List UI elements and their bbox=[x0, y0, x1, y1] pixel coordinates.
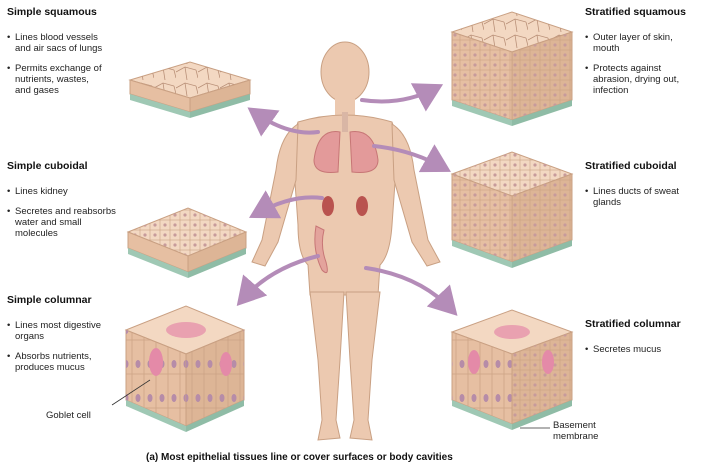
stratified-squamous-tissue bbox=[450, 11, 574, 126]
intestine bbox=[314, 225, 328, 274]
goblet-cell-label: Goblet cell bbox=[46, 410, 91, 421]
figure-caption: (a) Most epithelial tissues line or cove… bbox=[146, 452, 453, 463]
stratified-cuboidal-tissue bbox=[450, 151, 574, 268]
arrow-to-stratified-squamous bbox=[360, 83, 444, 112]
simple-squamous-bullets: Lines blood vessels and air sacs of lung… bbox=[7, 32, 107, 105]
stratified-squamous-bullet: Protects against abrasion, drying out, i… bbox=[585, 63, 685, 96]
stratified-squamous-bullets: Outer layer of skin, mouth Protects agai… bbox=[585, 32, 685, 105]
simple-cuboidal-bullet: Lines kidney bbox=[7, 186, 122, 197]
simple-cuboidal-tissue bbox=[126, 207, 248, 278]
simple-squamous-bullet: Lines blood vessels and air sacs of lung… bbox=[7, 32, 107, 54]
arrow-to-simple-columnar bbox=[236, 254, 320, 307]
stratified-cuboidal-bullets: Lines ducts of sweat glands bbox=[585, 186, 685, 217]
simple-columnar-bullet: Absorbs nutrients, produces mucus bbox=[7, 351, 115, 373]
basement-membrane-label: Basement membrane bbox=[553, 420, 599, 442]
goblet-cell bbox=[149, 348, 163, 376]
kidneys bbox=[322, 196, 368, 216]
simple-squamous-bullet: Permits exchange of nutrients, wastes, a… bbox=[7, 63, 107, 96]
simple-cuboidal-title: Simple cuboidal bbox=[7, 160, 88, 172]
stratified-columnar-tissue bbox=[450, 309, 574, 430]
simple-cuboidal-bullet: Secretes and reabsorbs water and small m… bbox=[7, 206, 122, 239]
simple-columnar-bullet: Lines most digestive organs bbox=[7, 320, 115, 342]
arrow-to-simple-cuboidal bbox=[249, 190, 324, 219]
lungs bbox=[313, 112, 379, 173]
simple-columnar-bullets: Lines most digestive organs Absorbs nutr… bbox=[7, 320, 115, 382]
goblet-cell-leader-line bbox=[111, 379, 151, 406]
stratified-squamous-bullet: Outer layer of skin, mouth bbox=[585, 32, 685, 54]
simple-squamous-tissue bbox=[128, 61, 252, 118]
human-body-figure bbox=[251, 41, 441, 441]
stratified-cuboidal-title: Stratified cuboidal bbox=[585, 160, 677, 172]
stratified-columnar-bullet: Secretes mucus bbox=[585, 344, 685, 355]
basement-membrane bbox=[452, 400, 512, 430]
simple-columnar-tissue bbox=[111, 305, 246, 432]
stratified-columnar-title: Stratified columnar bbox=[585, 318, 681, 330]
stratified-squamous-title: Stratified squamous bbox=[585, 6, 686, 18]
stratified-columnar-bullets: Secretes mucus bbox=[585, 344, 685, 364]
arrow-to-simple-squamous bbox=[247, 107, 320, 137]
arrow-to-stratified-columnar bbox=[364, 266, 458, 316]
stratified-cuboidal-bullet: Lines ducts of sweat glands bbox=[585, 186, 685, 208]
simple-cuboidal-bullets: Lines kidney Secretes and reabsorbs wate… bbox=[7, 186, 122, 248]
arrow-to-stratified-cuboidal bbox=[372, 144, 451, 173]
simple-squamous-title: Simple squamous bbox=[7, 6, 97, 18]
simple-columnar-title: Simple columnar bbox=[7, 294, 92, 306]
